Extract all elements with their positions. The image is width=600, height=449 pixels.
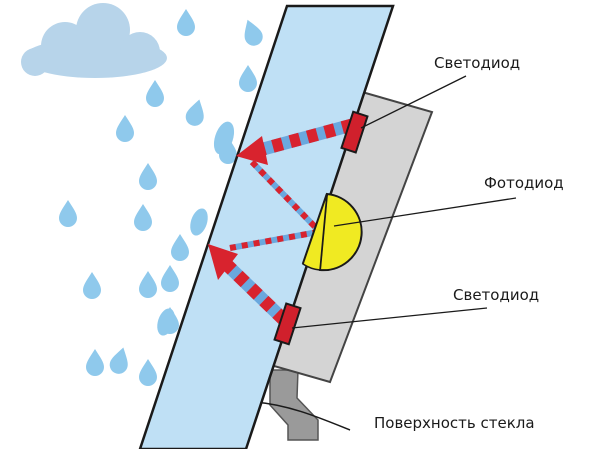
leader-lines [291,75,517,329]
beam-bottom-arrowhead [208,244,238,280]
beam-top-emitted [250,118,354,159]
label-led-bottom: Светодиод [453,286,540,304]
windshield-glass [138,4,395,449]
label-led-top: Светодиод [434,54,521,72]
led-bottom [273,302,302,346]
label-glass-surface: Поверхность стекла [374,414,535,432]
wiper-line [254,401,351,431]
beam-top-arrowhead [236,136,268,165]
leader-led-top [360,75,467,129]
mount-cable [269,369,319,441]
photodiode [301,192,363,272]
led-top [340,110,369,154]
cloud [21,3,167,78]
leader-photodiode [333,197,517,227]
glass-surface-drops [157,121,235,336]
label-photodiode: Фотодиод [484,174,564,192]
leader-led-bottom [291,307,488,329]
